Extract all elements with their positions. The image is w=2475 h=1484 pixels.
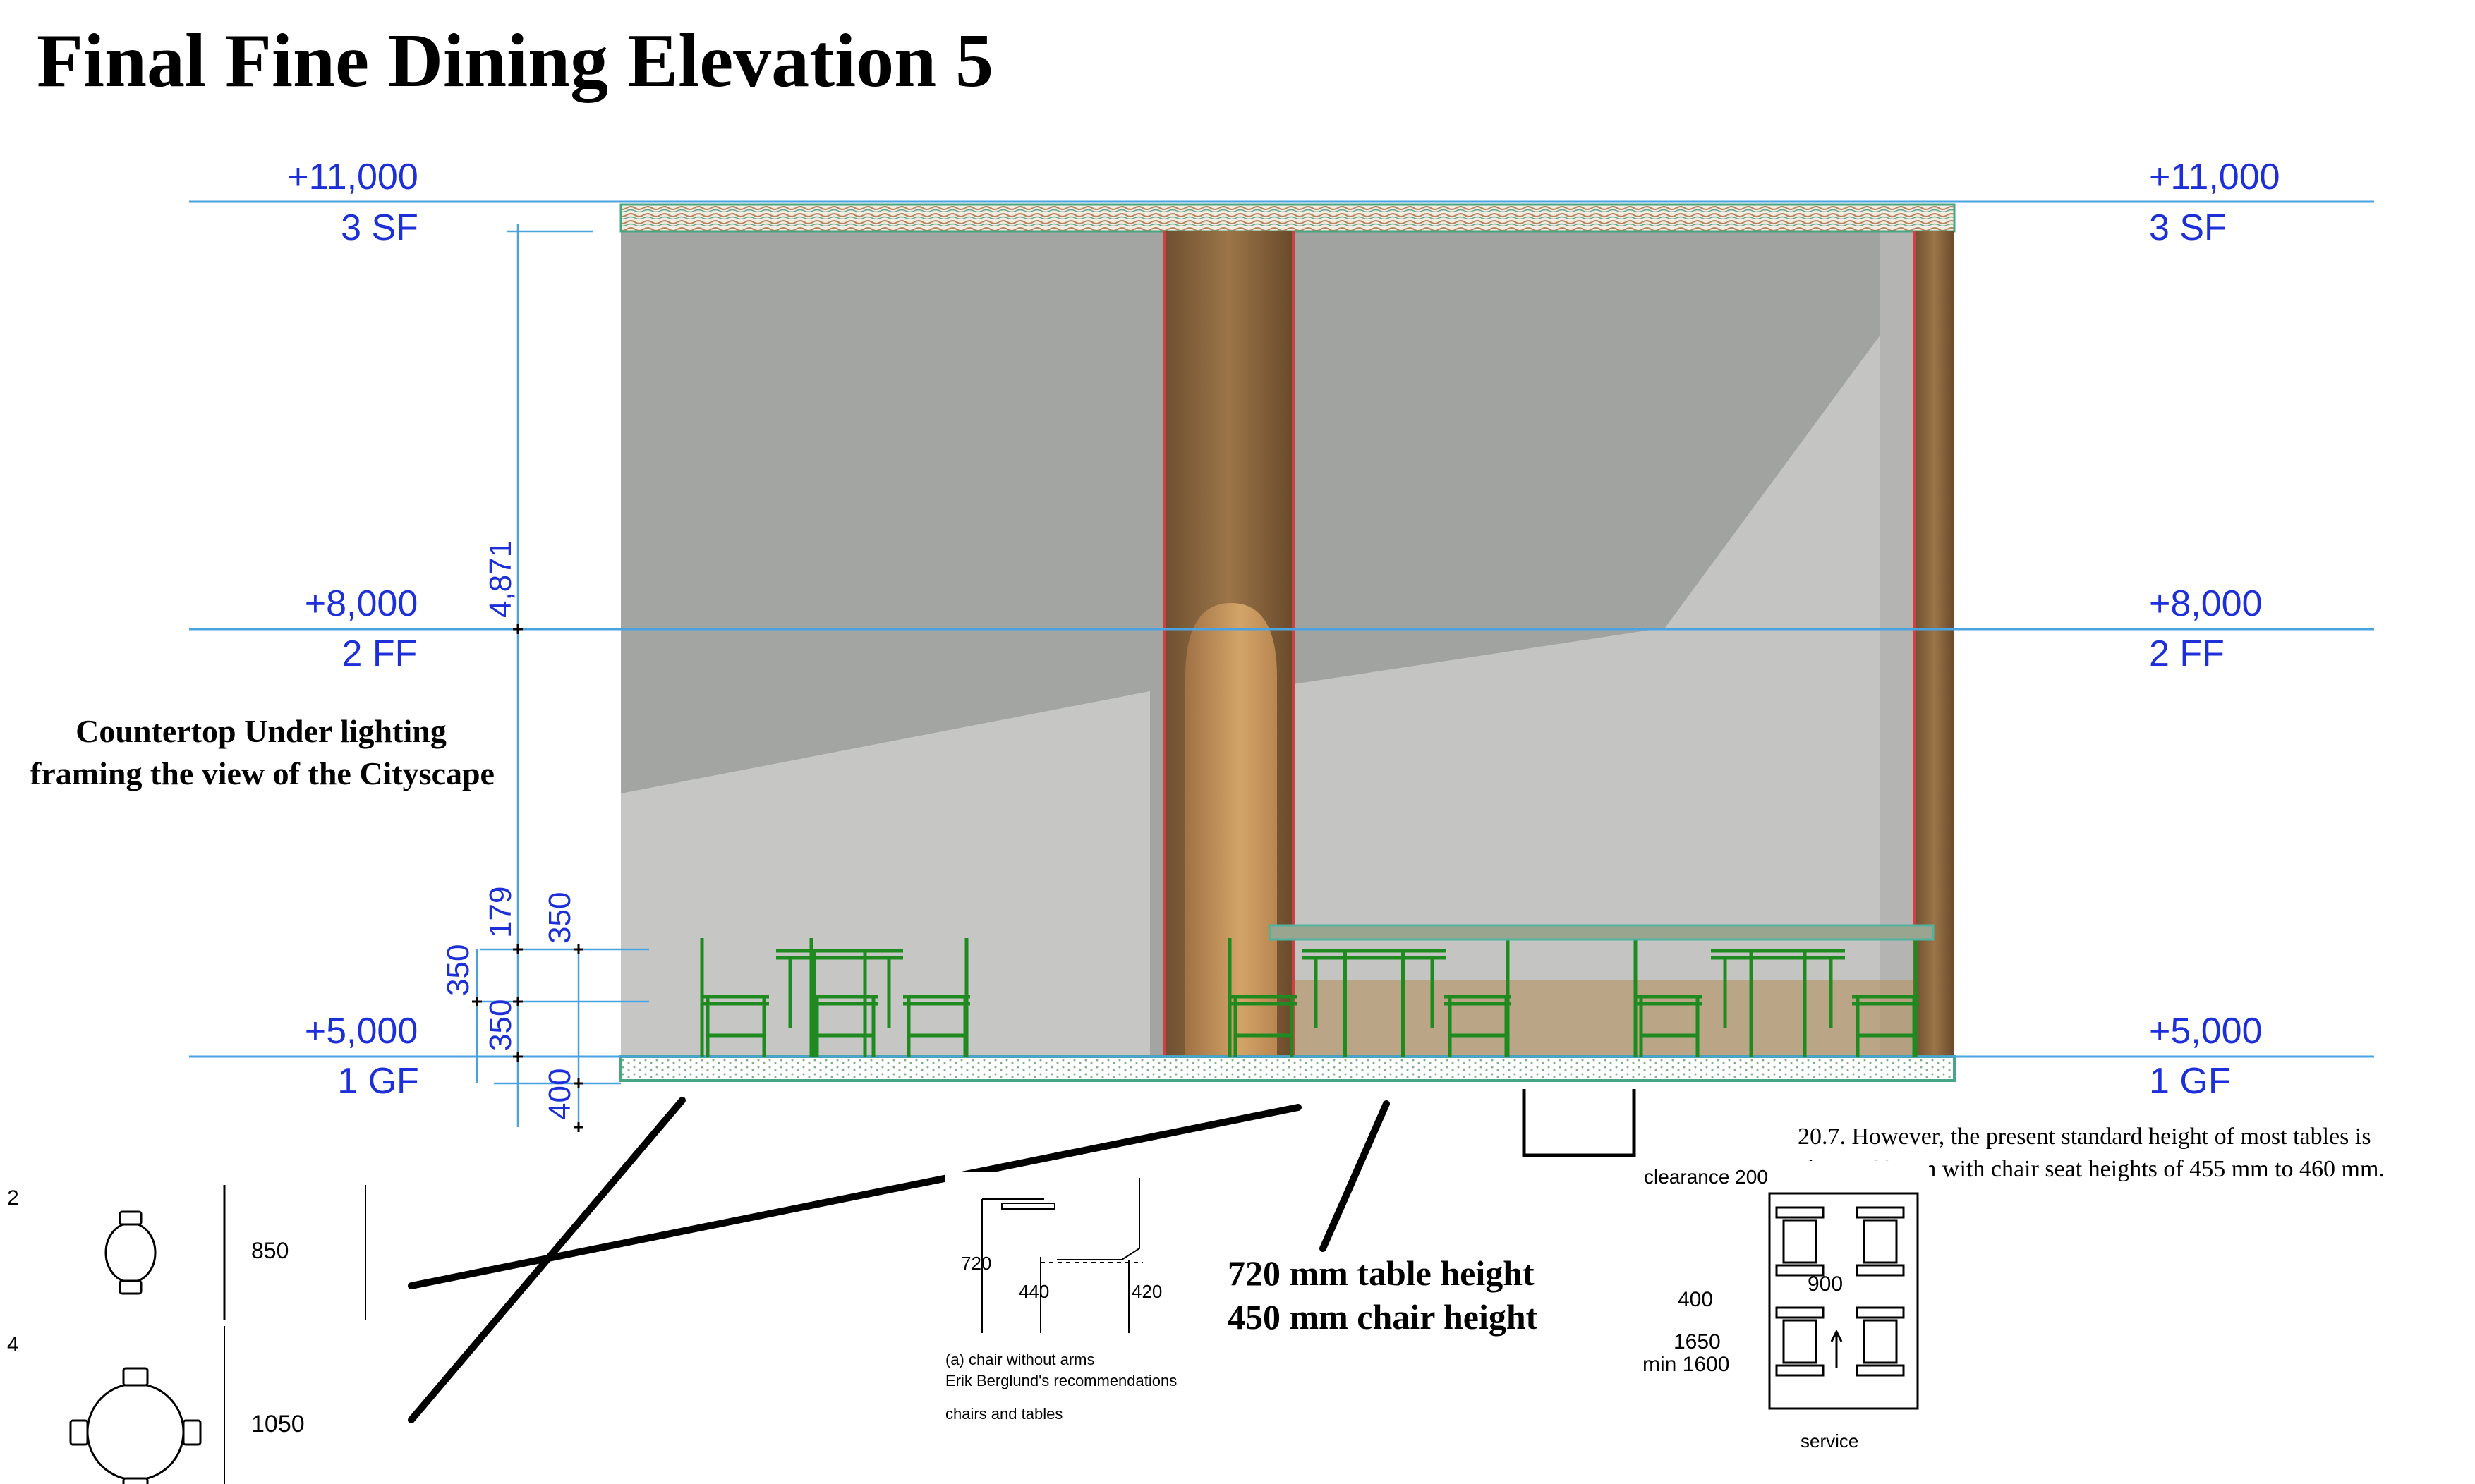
dim-350-left: 350 — [441, 944, 476, 996]
chair-caption-2: Erik Berglund's recommendations — [945, 1372, 1177, 1389]
dim-350-right: 350 — [543, 892, 577, 944]
level-name-3sf-left: 3 SF — [341, 207, 418, 248]
layout-dim-400: 400 — [1678, 1288, 1713, 1311]
ref-table-label-2: 2 — [7, 1186, 19, 1210]
chair — [700, 938, 769, 1057]
chair — [809, 938, 878, 1057]
level-name-1gf-right: 1 GF — [2149, 1061, 2231, 1102]
ref-round-tables: 2 850 4 1050 — [0, 1185, 367, 1484]
furniture-group — [700, 938, 1919, 1057]
dim-4871: 4,871 — [483, 540, 518, 618]
level-elev-1gf-right: +5,000 — [2149, 1011, 2263, 1052]
annotation-chair-height: 450 mm chair height — [1228, 1297, 1538, 1337]
chair-dim-720: 720 — [961, 1253, 991, 1274]
chair — [903, 938, 970, 1057]
chair-dim-420: 420 — [1132, 1281, 1162, 1302]
ref-table-size-1050: 1050 — [251, 1411, 305, 1437]
dining-table — [1302, 949, 1446, 1057]
level-elev-1gf-left: +5,000 — [305, 1011, 418, 1052]
countertop — [1269, 924, 1935, 941]
floor-slab — [619, 1055, 1956, 1082]
level-labels-right: +11,000 3 SF +8,000 2 FF +5,000 1 GF — [2149, 157, 2280, 1102]
table-2-seat-icon — [104, 1210, 157, 1295]
ceiling-slab — [619, 203, 1956, 233]
layout-service: service — [1801, 1430, 1858, 1452]
dim-400: 400 — [543, 1069, 577, 1120]
ref-table-label-4: 4 — [7, 1333, 19, 1356]
level-name-2ff-left: 2 FF — [342, 633, 418, 674]
level-elev-2ff-left: +8,000 — [305, 583, 418, 624]
chair — [1444, 938, 1511, 1057]
ref-layout-diagram: clearance 200 400 900 1650 min 1600 serv… — [1634, 1161, 1929, 1457]
level-name-2ff-right: 2 FF — [2149, 633, 2225, 674]
dimension-lines — [476, 224, 649, 1127]
dining-table — [1711, 949, 1845, 1057]
page-title: Final Fine Dining Elevation 5 — [37, 19, 993, 103]
bracket-line — [1522, 1089, 1636, 1157]
chair-caption-1: (a) chair without arms — [945, 1351, 1095, 1368]
chair-dim-440: 440 — [1019, 1281, 1049, 1302]
level-elev-3sf-right: +11,000 — [2149, 157, 2280, 197]
layout-dim-min1600: min 1600 — [1642, 1353, 1729, 1376]
structural-columns — [1163, 231, 1954, 1057]
ref-chair-diagram: 720 440 420 (a) chair without arms Erik … — [945, 1172, 1178, 1440]
annotation-under-lighting-2: framing the view of the Cityscape — [30, 755, 495, 791]
layout-dim-900: 900 — [1808, 1272, 1843, 1296]
chair — [1852, 938, 1919, 1057]
standard-height-text-1: 20.7. However, the present standard heig… — [1798, 1124, 2371, 1150]
ref-table-size-850: 850 — [251, 1238, 289, 1263]
layout-clearance: clearance 200 — [1644, 1166, 1768, 1188]
chair-caption-3: chairs and tables — [945, 1405, 1063, 1423]
pointer-lines — [408, 1097, 1390, 1423]
level-name-1gf-left: 1 GF — [337, 1061, 419, 1102]
dimension-ticks — [472, 624, 583, 1132]
chair — [1228, 938, 1297, 1057]
level-name-3sf-right: 3 SF — [2149, 207, 2227, 248]
dim-350-low: 350 — [483, 999, 518, 1051]
dim-179: 179 — [483, 887, 518, 938]
elevation-walls — [621, 231, 1914, 1057]
table-4-seat-icon — [69, 1367, 202, 1484]
level-elev-3sf-left: +11,000 — [287, 157, 418, 197]
annotation-table-height: 720 mm table height — [1228, 1253, 1535, 1293]
layout-dim-1650: 1650 — [1674, 1330, 1721, 1354]
chair — [1633, 938, 1702, 1057]
level-labels-left: +11,000 3 SF +8,000 2 FF +5,000 1 GF — [287, 157, 419, 1102]
level-elev-2ff-right: +8,000 — [2149, 583, 2263, 624]
annotation-under-lighting-1: Countertop Under lighting — [75, 713, 447, 749]
